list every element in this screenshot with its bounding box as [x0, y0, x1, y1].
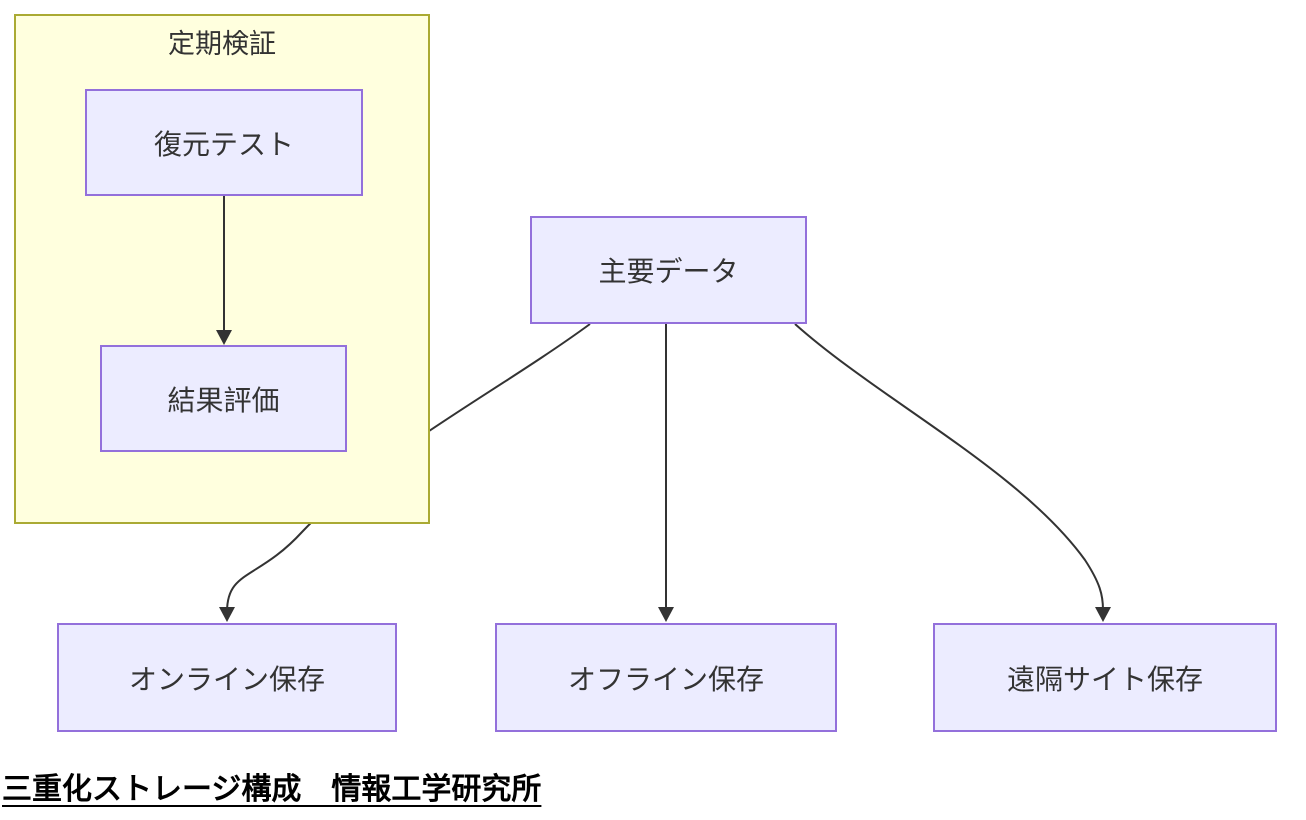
node-online-storage-label: オンライン保存 [128, 662, 325, 696]
node-offline-storage-label: オフライン保存 [567, 662, 764, 696]
edge-main-data-to-remote-storage [794, 323, 1104, 611]
node-main-data: 主要データ [530, 216, 807, 324]
subgraph-label: 定期検証 [168, 29, 276, 60]
node-remote-storage: 遠隔サイト保存 [933, 623, 1277, 732]
node-result-evaluation-label: 結果評価 [167, 383, 280, 417]
node-offline-storage: オフライン保存 [495, 623, 837, 732]
arrowhead-offline-storage [658, 607, 674, 622]
node-restore-test: 復元テスト [85, 89, 363, 196]
node-main-data-label: 主要データ [598, 255, 739, 288]
node-restore-test-label: 復元テスト [153, 127, 294, 161]
node-remote-storage-label: 遠隔サイト保存 [1006, 662, 1203, 696]
node-online-storage: オンライン保存 [57, 623, 397, 732]
node-result-evaluation: 結果評価 [100, 345, 347, 452]
arrowhead-online-storage [219, 607, 235, 622]
arrowhead-remote-storage [1095, 607, 1111, 622]
diagram-title: 三重化ストレージ構成 情報工学研究所 [2, 772, 542, 807]
